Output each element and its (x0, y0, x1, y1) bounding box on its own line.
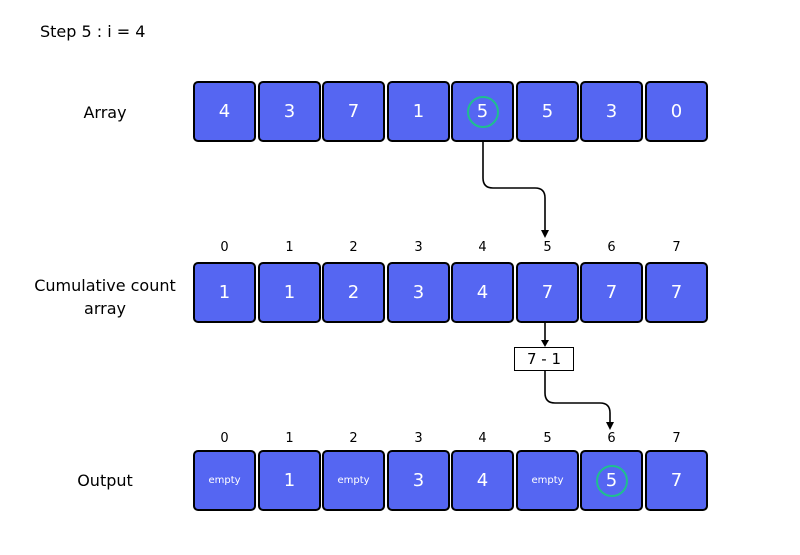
cumulative-cell: 7 (516, 262, 579, 323)
cumulative-cell-value: 7 (541, 282, 554, 303)
output-cell-value: 4 (476, 470, 489, 491)
cumulative-cell-value: 4 (476, 282, 489, 303)
output-cell-value: 3 (412, 470, 425, 491)
array-cell-value: 5 (476, 101, 489, 122)
arrowhead-count (541, 230, 549, 238)
array-cell: 7 (322, 81, 385, 142)
cumulative-cell: 7 (580, 262, 643, 323)
array-cell: 3 (258, 81, 321, 142)
arrow-array-to-count (482, 142, 546, 232)
cumulative-cell: 3 (387, 262, 450, 323)
array-cell-value: 0 (670, 101, 683, 122)
array-row-label: Array (83, 103, 127, 122)
index-label: 2 (349, 431, 358, 446)
output-cell-value: empty (208, 475, 241, 486)
output-cell: empty (193, 450, 256, 511)
cumulative-cell-value: 1 (283, 282, 296, 303)
index-label: 7 (672, 431, 681, 446)
index-label: 7 (672, 240, 681, 255)
array-cell-value: 3 (283, 101, 296, 122)
output-cell-value: 7 (670, 470, 683, 491)
arrow-calc-to-output (544, 371, 611, 424)
output-cell: empty (516, 450, 579, 511)
cumulative-cell-value: 7 (670, 282, 683, 303)
output-cell: 4 (451, 450, 514, 511)
output-cell-value: empty (531, 475, 564, 486)
output-cell-value: empty (337, 475, 370, 486)
array-cell-value: 3 (605, 101, 618, 122)
cumulative-label-line-1: Cumulative count (34, 276, 176, 295)
index-label: 0 (220, 240, 229, 255)
highlight-circle (595, 464, 628, 497)
output-cell: 3 (387, 450, 450, 511)
array-cell: 5 (516, 81, 579, 142)
array-cell: 5 (451, 81, 514, 142)
array-cell: 1 (387, 81, 450, 142)
index-label: 0 (220, 431, 229, 446)
output-cell: empty (322, 450, 385, 511)
cumulative-cell: 1 (193, 262, 256, 323)
cumulative-cell-value: 1 (218, 282, 231, 303)
output-cell: 7 (645, 450, 708, 511)
index-label: 4 (478, 240, 487, 255)
index-label: 6 (607, 240, 616, 255)
cumulative-row-label: Cumulative count array (25, 274, 185, 320)
cumulative-cell-value: 7 (605, 282, 618, 303)
output-cell-value: 5 (605, 470, 618, 491)
output-row-label: Output (77, 471, 133, 490)
array-cell-value: 1 (412, 101, 425, 122)
cumulative-cell: 4 (451, 262, 514, 323)
cumulative-cell: 2 (322, 262, 385, 323)
output-cell: 1 (258, 450, 321, 511)
decrement-calculation: 7 - 1 (514, 347, 574, 371)
cumulative-cell: 1 (258, 262, 321, 323)
index-label: 6 (607, 431, 616, 446)
highlight-circle (466, 95, 499, 128)
index-label: 2 (349, 240, 358, 255)
array-cell-value: 5 (541, 101, 554, 122)
output-cell-value: 1 (283, 470, 296, 491)
cumulative-cell-value: 3 (412, 282, 425, 303)
array-cell: 3 (580, 81, 643, 142)
output-cell: 5 (580, 450, 643, 511)
cumulative-cell: 7 (645, 262, 708, 323)
index-label: 5 (543, 240, 552, 255)
index-label: 3 (414, 240, 423, 255)
index-label: 3 (414, 431, 423, 446)
arrowhead-output (606, 422, 614, 430)
index-label: 1 (285, 240, 294, 255)
index-label: 4 (478, 431, 487, 446)
cumulative-label-line-2: array (84, 299, 126, 318)
index-label: 5 (543, 431, 552, 446)
step-title: Step 5 : i = 4 (40, 22, 146, 41)
array-cell: 0 (645, 81, 708, 142)
index-label: 1 (285, 431, 294, 446)
array-cell-value: 7 (347, 101, 360, 122)
arrowhead-calc (541, 340, 549, 347)
array-cell-value: 4 (218, 101, 231, 122)
cumulative-cell-value: 2 (347, 282, 360, 303)
array-cell: 4 (193, 81, 256, 142)
